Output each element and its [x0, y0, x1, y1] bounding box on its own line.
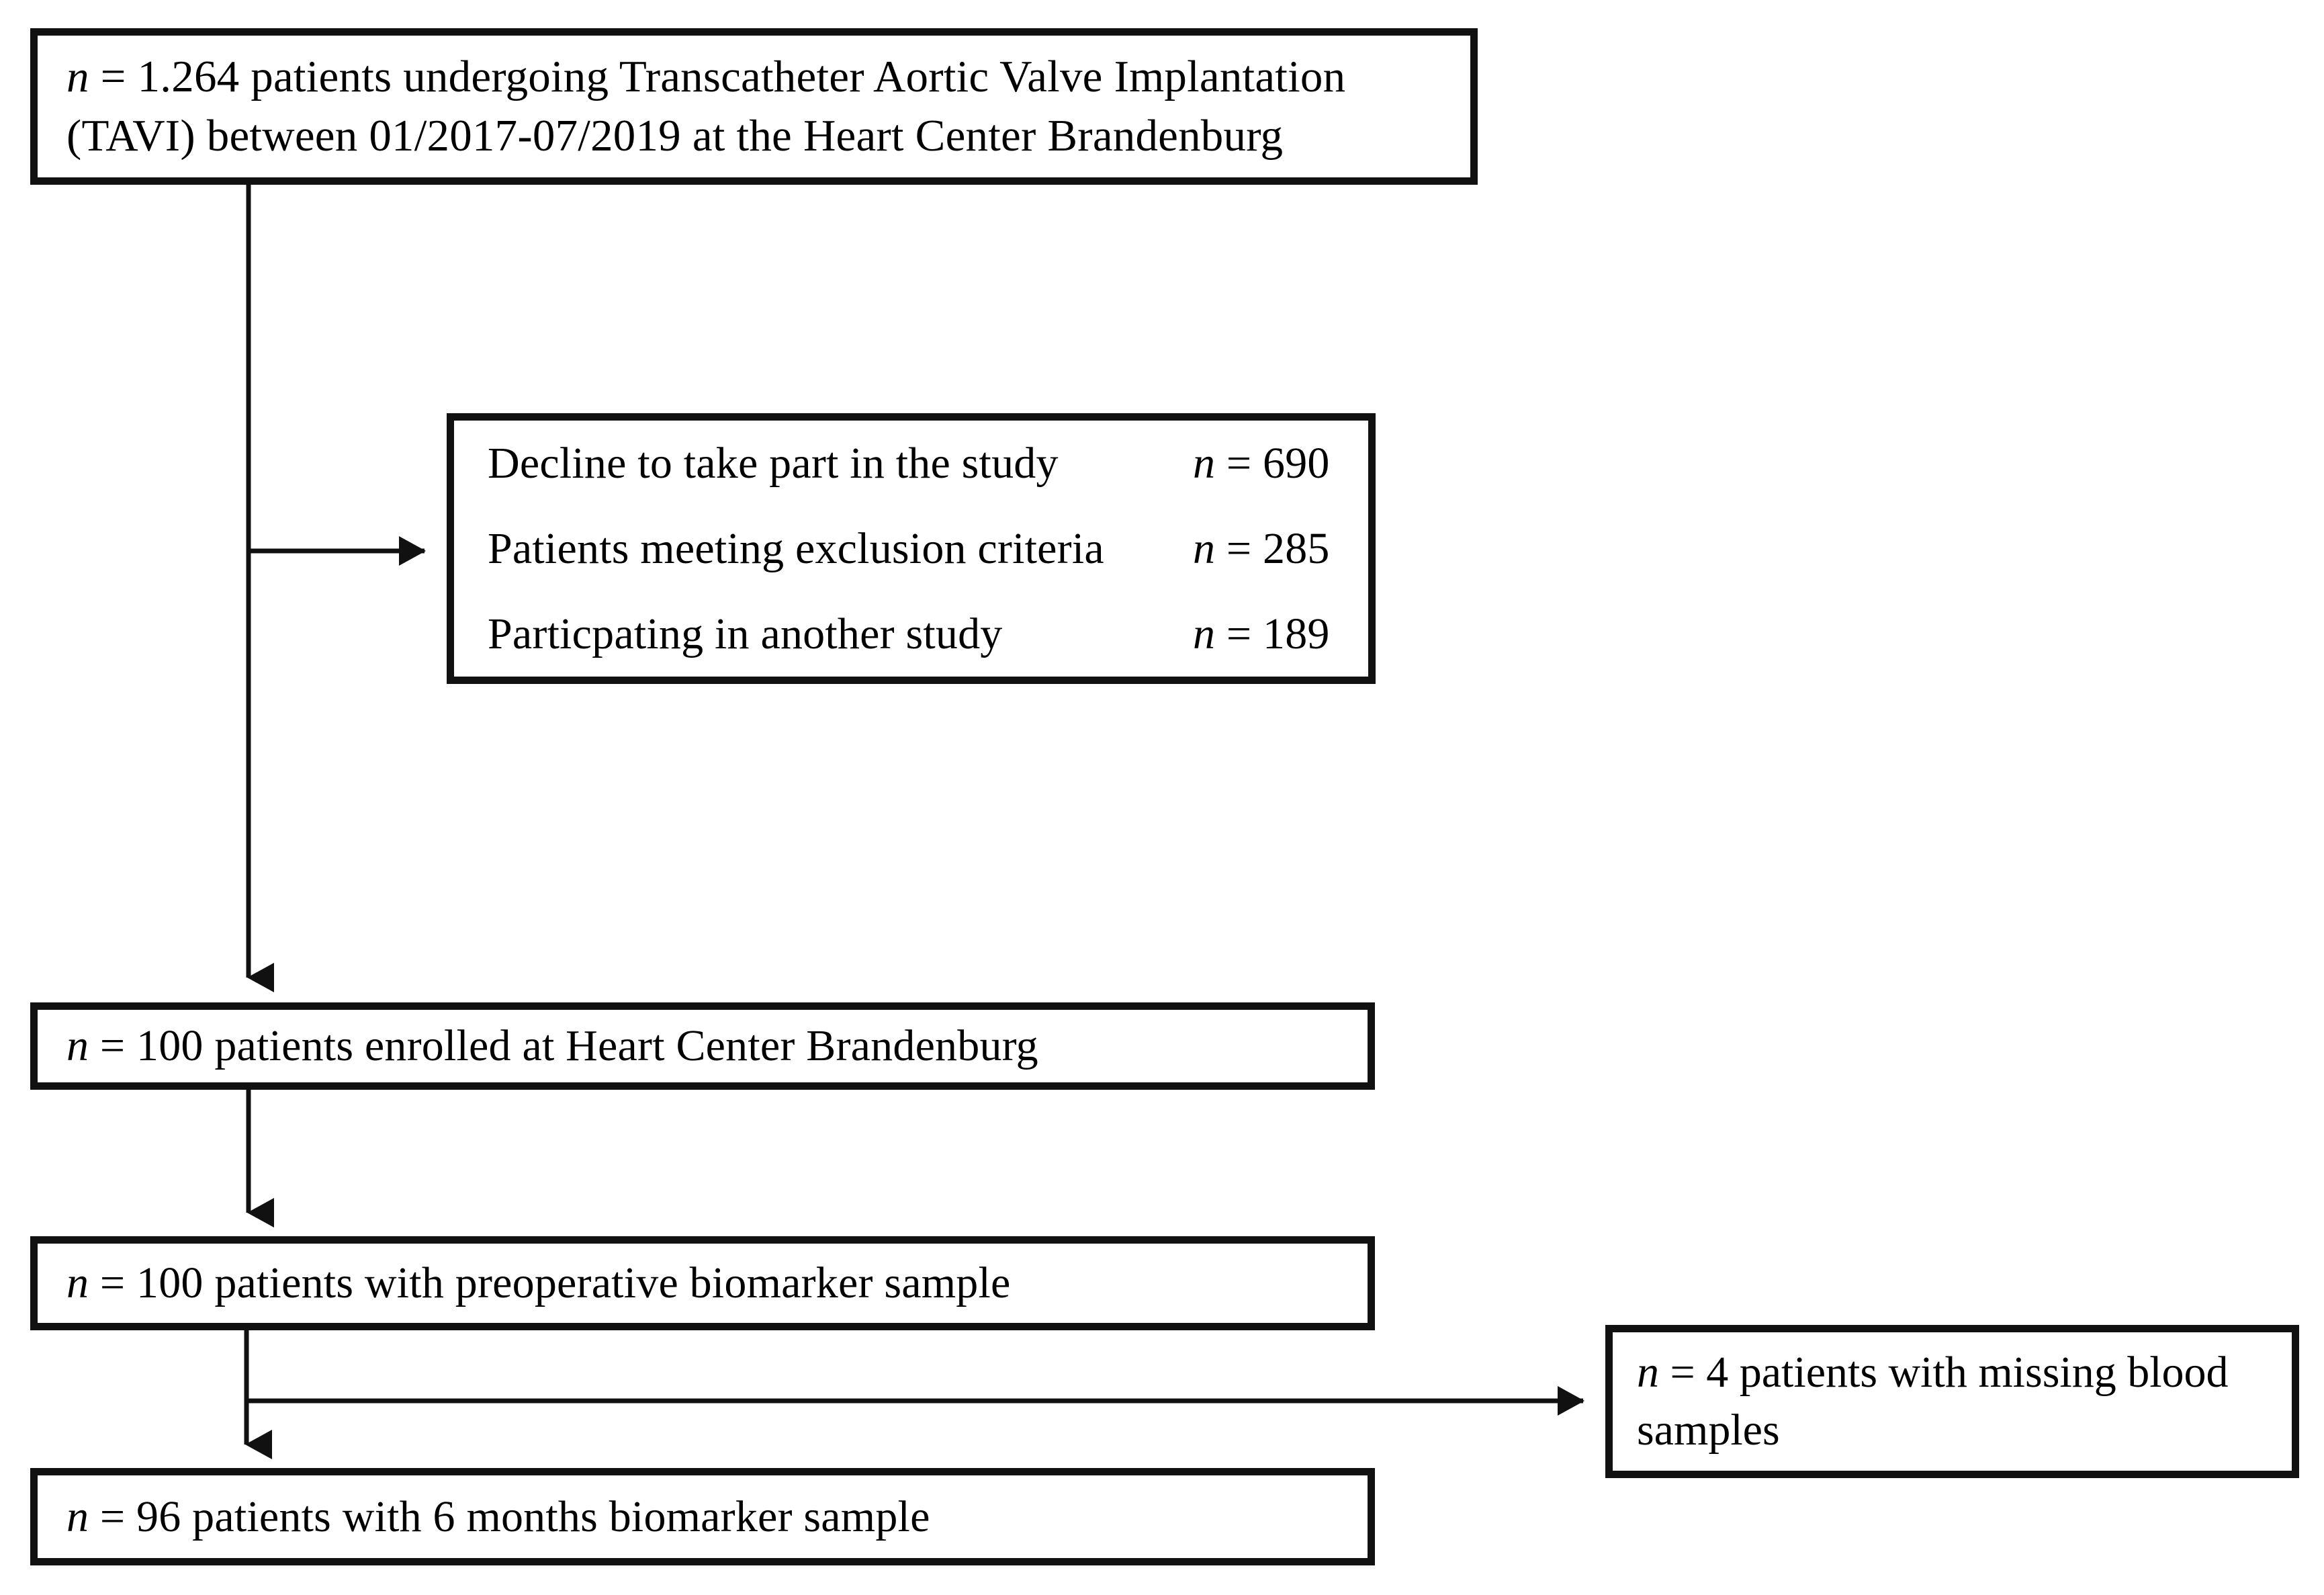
six-month-text: = 96 patients with 6 months biomarker sa… [89, 1492, 930, 1541]
screened-line-2: (TAVI) between 01/2017-07/2019 at the He… [66, 110, 1284, 161]
exclusion-count: n = 690 [1193, 435, 1330, 491]
node-six-month-biomarker: n = 96 patients with 6 months biomarker … [30, 1468, 1375, 1565]
enrolled-text-line: n = 100 patients enrolled at Heart Cente… [38, 1018, 1368, 1074]
exclusion-label: Decline to take part in the study [488, 438, 1059, 488]
exclusion-row: Decline to take part in the study n = 69… [454, 435, 1368, 491]
italic-n-exclusion-2: n [1193, 523, 1216, 573]
enrolled-text: = 100 patients enrolled at Heart Center … [89, 1021, 1038, 1071]
exclusion-count: n = 285 [1193, 521, 1330, 576]
italic-n-preoperative: n [66, 1258, 89, 1308]
node-missing-blood-samples: n = 4 patients with missing blood sample… [1605, 1325, 2299, 1478]
italic-n-exclusion-1: n [1193, 438, 1216, 488]
italic-n-missing: n [1637, 1348, 1659, 1397]
missing-samples-text: = 4 patients with missing blood samples [1637, 1348, 2229, 1455]
missing-samples-text-line: n = 4 patients with missing blood sample… [1613, 1344, 2292, 1459]
six-month-text-line: n = 96 patients with 6 months biomarker … [38, 1489, 1368, 1545]
node-enrolled: n = 100 patients enrolled at Heart Cente… [30, 1002, 1375, 1090]
exclusion-count-3-value: = 189 [1215, 609, 1330, 658]
preoperative-text-line: n = 100 patients with preoperative bioma… [38, 1255, 1368, 1311]
preoperative-text: = 100 patients with preoperative biomark… [89, 1258, 1011, 1308]
exclusion-label: Patients meeting exclusion criteria [488, 523, 1104, 573]
node-screened-population: n = 1.264 patients undergoing Transcathe… [30, 28, 1478, 185]
italic-n-exclusion-3: n [1193, 609, 1216, 658]
italic-n-screened: n [66, 52, 89, 102]
exclusion-row: Patients meeting exclusion criteria n = … [454, 521, 1368, 576]
node-preoperative-biomarker: n = 100 patients with preoperative bioma… [30, 1236, 1375, 1330]
node-exclusions: Decline to take part in the study n = 69… [447, 413, 1376, 684]
exclusion-label: Particpating in another study [488, 609, 1003, 658]
italic-n-enrolled: n [66, 1021, 89, 1071]
exclusion-count-1-value: = 690 [1215, 438, 1330, 488]
screened-line-1-text: = 1.264 patients undergoing Transcathete… [89, 52, 1346, 102]
screened-line-1: n = 1.264 patients undergoing Transcathe… [38, 48, 1470, 106]
italic-n-six-month: n [66, 1492, 89, 1541]
exclusion-count: n = 189 [1193, 606, 1330, 662]
exclusion-row: Particpating in another study n = 189 [454, 606, 1368, 662]
exclusion-count-2-value: = 285 [1215, 523, 1330, 573]
